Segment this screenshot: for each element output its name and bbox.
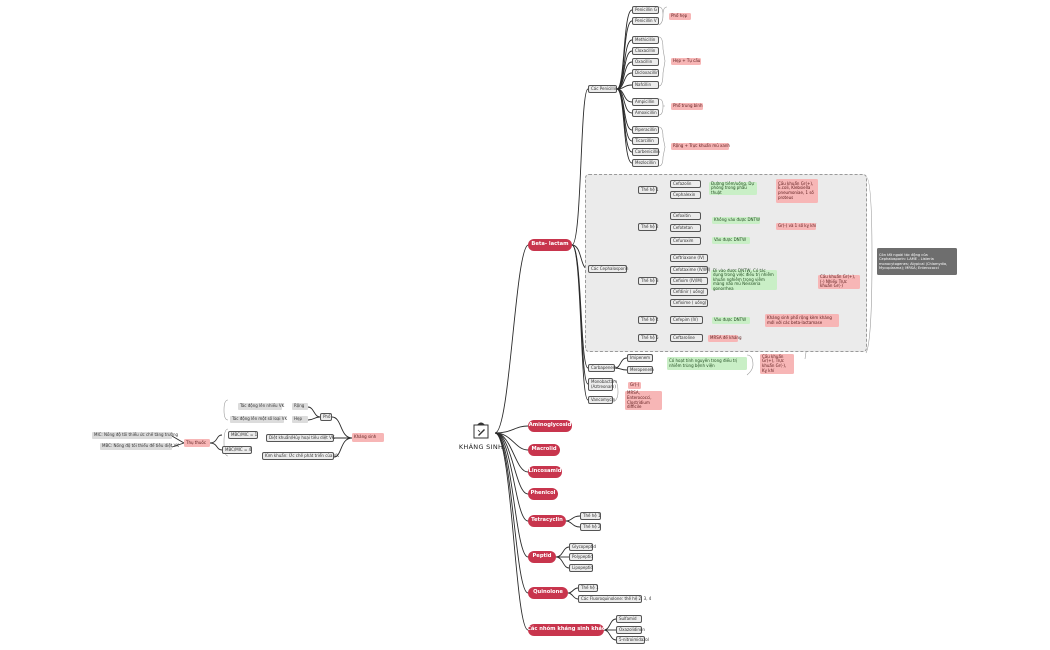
penicillin-drug[interactable]: Mezlocillin xyxy=(632,159,659,167)
branch-quinolone[interactable]: Quinolone xyxy=(528,587,568,599)
penicillin-drug[interactable]: Amoxicillin xyxy=(632,109,659,117)
ceph-drug[interactable]: Cefixim (IV/IM) xyxy=(670,277,708,285)
left-td[interactable]: Thụ thuốc xyxy=(184,439,210,447)
penicillin-drug[interactable]: Ampicillin xyxy=(632,98,659,106)
generation-node[interactable]: Thế hệ 5 xyxy=(638,334,659,342)
ceph-spectrum-note: Cầu khuẩn Gr(+), E.coli, Klebsiella pneu… xyxy=(776,179,818,203)
penicillin-node[interactable]: Các Penicillin xyxy=(588,85,617,93)
penicillin-drug[interactable]: Cloxacillin xyxy=(632,47,659,55)
ceph-spectrum-note: Cầu khuẩn Gr(+), (-) Nhiều Trực khuẩn Gr… xyxy=(818,274,860,289)
ceph-note: Vào được DNTW xyxy=(712,237,750,244)
penicillin-drug[interactable]: Ticarcillin xyxy=(632,137,659,145)
tetracyclin-item[interactable]: Thế hệ 2 xyxy=(580,523,601,531)
ceph-drug[interactable]: Cefazolin xyxy=(670,180,701,188)
penicillin-note: Phổ trung bình xyxy=(671,103,703,110)
branch-tetracyclin[interactable]: Tetracyclin xyxy=(528,515,566,527)
mic-node[interactable]: MBC/MIC = 1 xyxy=(228,431,258,439)
ceph-drug[interactable]: Cefotaxime (IV/IM) xyxy=(670,266,710,274)
ceph-note: Đường tiêm/uống, Dự phòng trong phẫu thu… xyxy=(709,181,757,195)
ceph-spectrum-note: Kháng sinh phổ rộng kèm kháng mới với cá… xyxy=(765,314,839,327)
penicillin-note: Hẹp + Tụ cầu xyxy=(671,58,701,65)
cephalosporin-node[interactable]: Các Cephalosporin xyxy=(588,265,628,273)
carbapenem-drug[interactable]: Imipenem xyxy=(627,354,653,362)
penicillin-drug[interactable]: Nafcillin xyxy=(632,81,659,89)
quinolone-item[interactable]: Các Fluoroquinolone: thế hệ 2, 3, 4 xyxy=(578,595,651,603)
peptid-item[interactable]: Polypeptid xyxy=(569,553,593,561)
vancomycin-node[interactable]: Vancomycin xyxy=(588,396,615,404)
left-pho[interactable]: Phổ xyxy=(320,413,332,421)
ceph-drug[interactable]: Cefdinir ( uống) xyxy=(670,288,708,296)
branch-macrolid[interactable]: Macrolid xyxy=(528,444,560,456)
peptid-item[interactable]: Glycopeptid xyxy=(569,543,596,551)
ceph-drug[interactable]: Cephalexin xyxy=(670,191,701,199)
penicillin-drug[interactable]: Penicillin G xyxy=(632,6,659,14)
branch-lincosamid[interactable]: Lincosamid xyxy=(528,466,562,478)
ceph-drug[interactable]: Cefepim (IV) xyxy=(670,316,703,324)
ceph-spectrum-note: Gr(-) và 1 số kỵ khí xyxy=(776,223,817,230)
carbapenem-spectrum: Cầu khuẩn Gr(+), Trực khuẩn Gr(-), Kỵ kh… xyxy=(760,354,794,374)
carbapenem-drug[interactable]: Meropenem xyxy=(627,366,654,374)
carbapenem-node[interactable]: Carbapenem xyxy=(588,364,617,372)
left-text: Tác động lên nhiều VK xyxy=(238,403,285,410)
ceph-note: Vào được DNTW xyxy=(712,317,750,324)
mic-node[interactable]: MBC/MIC = 4 xyxy=(222,446,252,454)
left-text: Tác động lên một số loại VK xyxy=(230,416,288,423)
ceph-drug[interactable]: Cefoxitin xyxy=(670,212,701,220)
other-item[interactable]: Sulfamid xyxy=(616,615,642,623)
penicillin-drug[interactable]: Oxacillin xyxy=(632,58,659,66)
penicillin-note: Phổ hẹp xyxy=(669,13,691,20)
mic-effect[interactable]: Kìm khuẩn: Ức chế phát triển của VK xyxy=(262,452,339,460)
penicillin-drug[interactable]: Carbenicillin xyxy=(632,148,660,156)
branch-peptid[interactable]: Peptid xyxy=(528,551,556,563)
left-text: Rộng xyxy=(292,403,308,410)
textbook-icon xyxy=(473,422,489,439)
branch-aminoglycosid[interactable]: Aminoglycosid xyxy=(528,420,572,432)
generation-node[interactable]: Thế hệ 1 xyxy=(638,186,659,194)
tetracyclin-item[interactable]: Thế hệ 1 xyxy=(580,512,601,520)
branch-beta-lactam[interactable]: Beta- lactam xyxy=(528,239,572,251)
quinolone-item[interactable]: Thế hệ 1 xyxy=(578,584,599,592)
mic-effect[interactable]: Diệt khuẩn/Hủy hoại tiêu diệt VK xyxy=(266,434,334,442)
center-title: KHÁNG SINH xyxy=(458,443,504,451)
ceph-drug[interactable]: Cefixime ( uống) xyxy=(670,299,708,307)
branch-phenicol[interactable]: Phenicol xyxy=(528,488,558,500)
branch-other[interactable]: Các nhóm kháng sinh khác xyxy=(527,624,605,636)
left-text: Hẹp xyxy=(292,416,308,423)
penicillin-drug[interactable]: Methicillin xyxy=(632,36,659,44)
penicillin-drug[interactable]: Dicloxacillin xyxy=(632,69,659,77)
generation-node[interactable]: Thế hệ 3 xyxy=(638,277,659,285)
monobactam-note: Gr(-) xyxy=(628,382,641,389)
ceph-panel-note: Còn tất ngoài tác động của Cephalosporin… xyxy=(877,248,957,275)
penicillin-drug[interactable]: Piperacillin xyxy=(632,126,659,134)
vancomycin-note: MRSA, Enterococci, Clostridium difficile xyxy=(625,391,662,410)
ceph-drug[interactable]: Ceftaroline xyxy=(670,334,703,342)
carbapenem-note: Có hoạt tính nguyên trong điều trị nhiễm… xyxy=(667,357,747,370)
ceph-note: Không vào được DNTW xyxy=(712,217,760,224)
left-text: MBC: Nồng độ tối thiểu để tiêu diệt VK xyxy=(100,443,179,450)
left-root[interactable]: Kháng sinh xyxy=(352,433,384,442)
generation-node[interactable]: Thế hệ 4 xyxy=(638,316,659,324)
monobactam-node[interactable]: Monobactam (Aztreonam) xyxy=(588,378,617,391)
generation-node[interactable]: Thế hệ 2 xyxy=(638,223,659,231)
ceph-note: Đi vào được DNTW, Có tác dụng trong việc… xyxy=(711,268,777,291)
ceph-drug[interactable]: Ceftriaxone (IV) xyxy=(670,254,708,262)
other-item[interactable]: 5-nitroimidazol xyxy=(616,636,649,644)
left-text: MIC: Nồng độ tối thiểu ức chế tăng trưởn… xyxy=(92,432,179,439)
other-item[interactable]: Oxazolidinon xyxy=(616,626,645,634)
ceph-drug[interactable]: Cefuroxim xyxy=(670,237,701,245)
penicillin-drug[interactable]: Penicillin V xyxy=(632,17,659,25)
ceph-note: MRSA đề kháng xyxy=(708,335,742,342)
ceph-drug[interactable]: Cefotetan xyxy=(670,224,701,232)
peptid-item[interactable]: Lipopeptid xyxy=(569,564,593,572)
penicillin-note: Rộng + Trực khuẩn mủ xanh xyxy=(671,143,730,150)
